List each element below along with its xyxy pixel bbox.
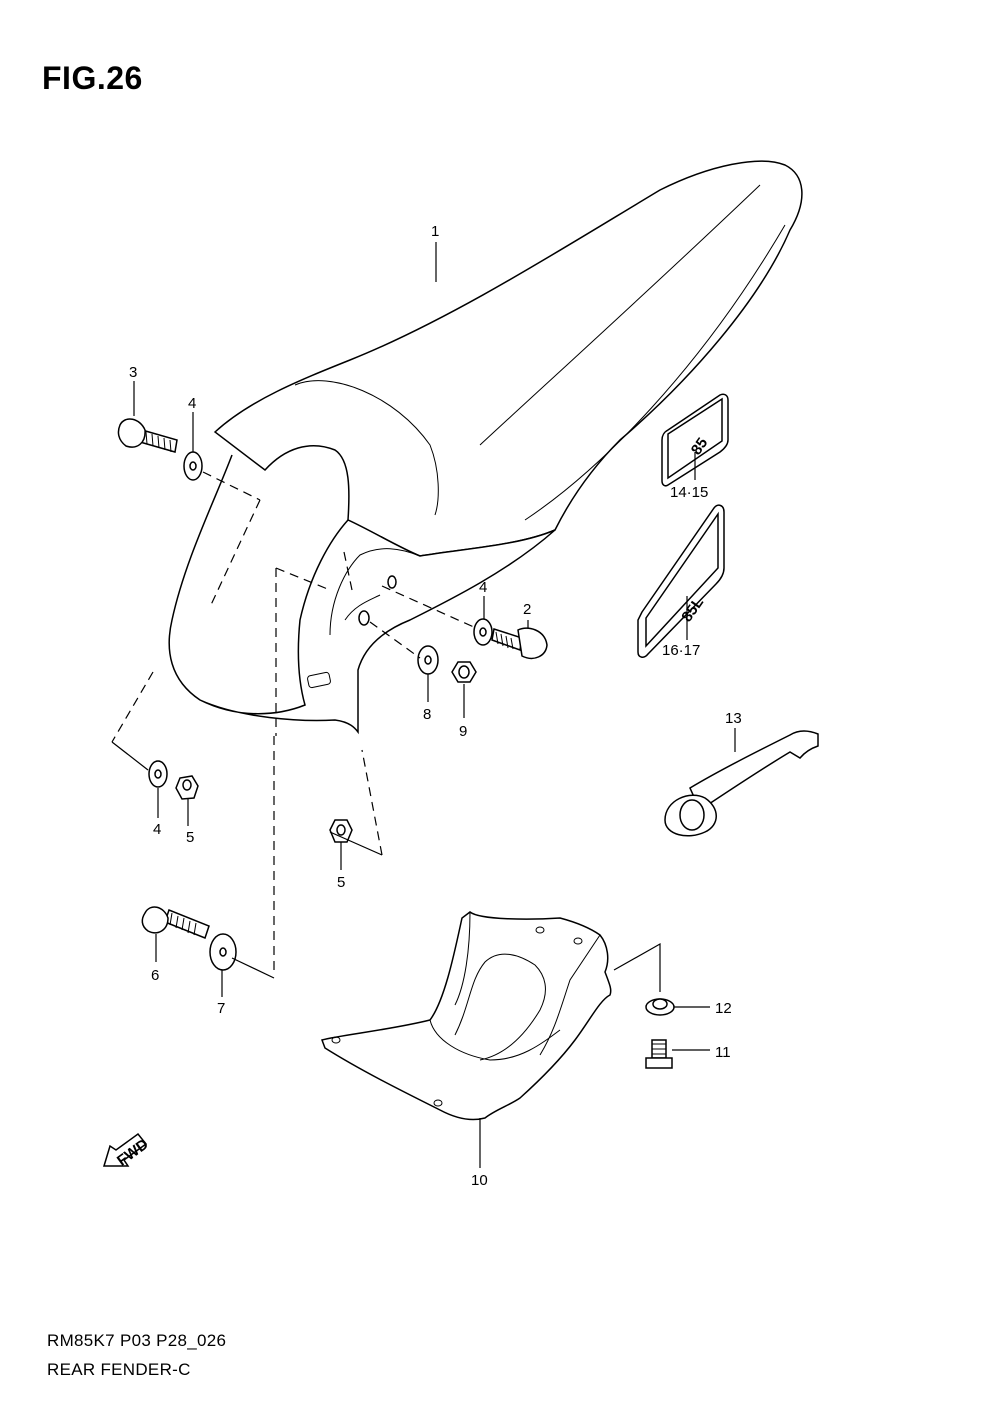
bolt-part-6 xyxy=(141,906,210,939)
nut-part-9 xyxy=(451,661,477,683)
emblem-part-14-15: 85 xyxy=(661,393,729,487)
mud-guard-plate-part xyxy=(321,911,612,1121)
callout-3: 3 xyxy=(129,364,137,381)
callout-4a: 4 xyxy=(188,395,196,412)
diagram-name: REAR FENDER-C xyxy=(47,1360,191,1379)
emblem-part-16-17: 85L xyxy=(637,504,725,658)
diagram-code: RM85K7 P03 P28_026 xyxy=(47,1331,227,1350)
callout-7: 7 xyxy=(217,1000,225,1017)
bolt-part-3 xyxy=(117,418,178,453)
washer-part-8 xyxy=(417,645,439,675)
assembly-dashed-lines xyxy=(111,471,477,979)
callout-1: 1 xyxy=(431,223,439,240)
callout-9: 9 xyxy=(459,723,467,740)
nut-part-12 xyxy=(645,998,675,1016)
figure-title: FIG.26 xyxy=(42,60,143,96)
washer-part-4c xyxy=(148,760,168,788)
callout-numbers: 1 3 4 14·15 2 4 16·17 8 9 13 4 5 5 6 7 1… xyxy=(129,223,742,1189)
callout-2: 2 xyxy=(523,601,531,618)
callout-12: 12 xyxy=(715,1000,732,1017)
callout-4b: 4 xyxy=(479,579,487,596)
fwd-arrow-icon: FWD xyxy=(102,1132,152,1170)
callout-8: 8 xyxy=(423,706,431,723)
callout-4c: 4 xyxy=(153,821,161,838)
bolt-part-11 xyxy=(645,1039,673,1069)
callout-1617: 16·17 xyxy=(662,642,700,659)
callout-11: 11 xyxy=(715,1044,731,1061)
bolt-part-2 xyxy=(491,627,548,660)
washer-part-7 xyxy=(209,933,237,971)
emblem-text-small: 85 xyxy=(688,435,711,458)
nut-part-5b xyxy=(329,819,353,843)
callout-13: 13 xyxy=(725,710,742,727)
nut-part-5a xyxy=(175,775,199,800)
callout-10: 10 xyxy=(471,1172,488,1189)
callout-6: 6 xyxy=(151,967,159,984)
washer-part-4b xyxy=(473,618,493,646)
callout-1415: 14·15 xyxy=(670,484,708,501)
rear-fender-part xyxy=(168,160,803,735)
wrench-part-13 xyxy=(664,730,819,837)
washer-part-4a xyxy=(183,451,203,481)
callout-5b: 5 xyxy=(337,874,345,891)
callout-5a: 5 xyxy=(186,829,194,846)
leader-lines xyxy=(133,242,736,1168)
